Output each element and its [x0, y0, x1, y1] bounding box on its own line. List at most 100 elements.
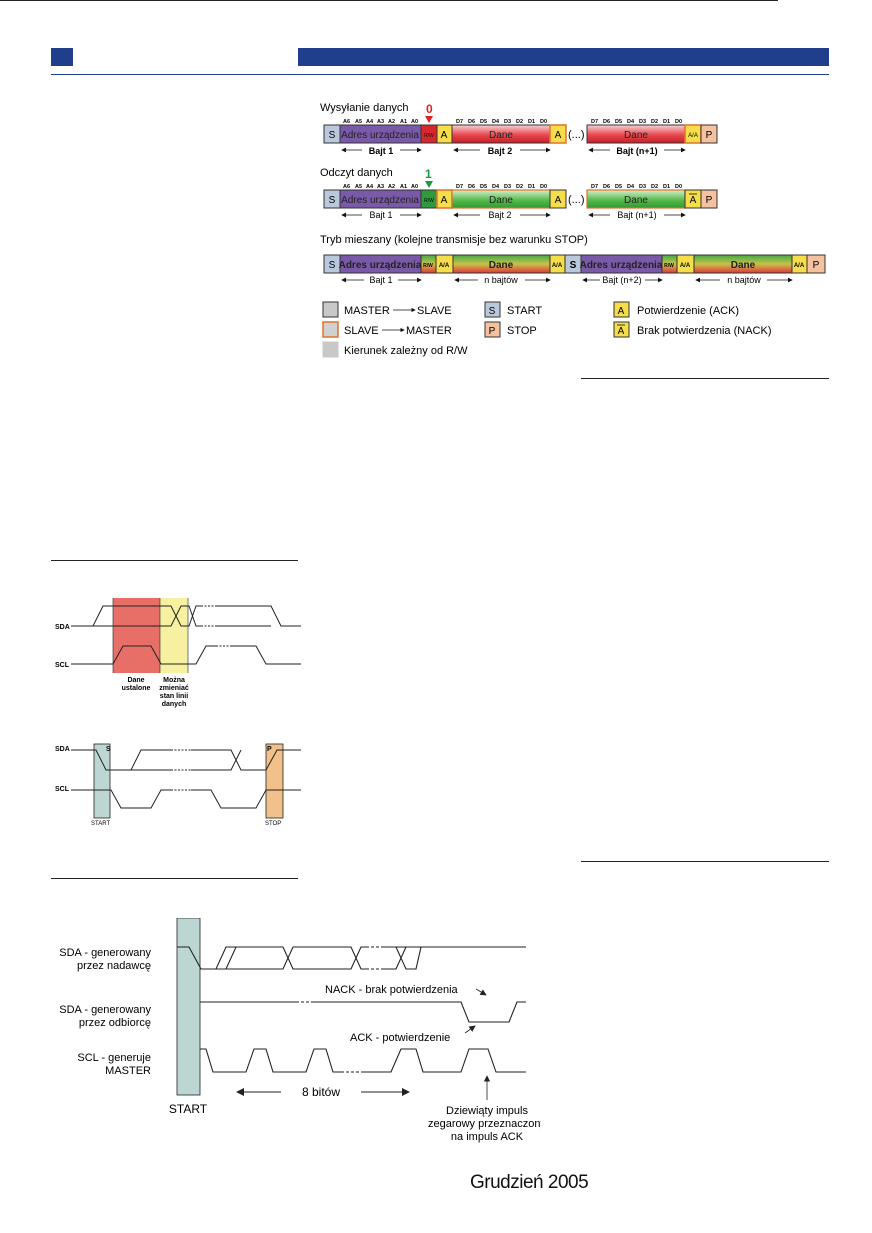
- read-rw-bit: 1: [425, 167, 432, 181]
- change-label: stan linii: [160, 693, 188, 700]
- footer-rule: [0, 0, 778, 1]
- svg-text:Dane: Dane: [731, 260, 756, 271]
- svg-text:A2: A2: [388, 119, 395, 125]
- svg-text:D7: D7: [456, 119, 463, 125]
- svg-text:P: P: [813, 260, 820, 271]
- svg-text:A: A: [618, 326, 625, 337]
- bits-label: 8 bitów: [302, 1085, 340, 1099]
- ellipsis: (...): [568, 194, 585, 206]
- stop-cell: [806, 254, 826, 274]
- svg-text:A6: A6: [343, 184, 350, 190]
- address-bit-labels: A6 A5 A4 A3 A2 A1 A0: [343, 184, 418, 190]
- data-bit-labels: D7 D6 D5 D4 D3 D2 D1 D0: [591, 119, 682, 125]
- rw-arrow-icon: [425, 116, 433, 123]
- svg-text:S: S: [106, 746, 111, 753]
- svg-text:Dane: Dane: [624, 130, 648, 141]
- svg-text:R/W: R/W: [664, 263, 674, 269]
- svg-text:A: A: [441, 130, 448, 141]
- rw-arrow-icon: [425, 181, 433, 188]
- start-zone: [93, 743, 111, 819]
- stop-cell: [700, 124, 718, 144]
- svg-text:A/A: A/A: [680, 263, 691, 269]
- svg-text:D4: D4: [627, 184, 635, 190]
- svg-text:D0: D0: [540, 119, 547, 125]
- stable-zone: [113, 598, 160, 673]
- svg-text:A: A: [555, 130, 562, 141]
- svg-text:D4: D4: [492, 119, 500, 125]
- stable-label: ustalone: [122, 685, 151, 692]
- start-label: START: [169, 1102, 208, 1116]
- sda-label: SDA: [55, 746, 70, 753]
- svg-text:MASTER: MASTER: [406, 325, 452, 337]
- sda-rx-label: przez odbiorcę: [79, 1017, 151, 1029]
- svg-text:Kierunek zależny od R/W: Kierunek zależny od R/W: [344, 345, 468, 357]
- svg-text:Dane: Dane: [489, 195, 513, 206]
- svg-text:D6: D6: [468, 184, 475, 190]
- byte-label: Bajt (n+1): [616, 146, 657, 156]
- svg-text:A: A: [441, 195, 448, 206]
- svg-text:S: S: [329, 260, 336, 271]
- sda-tx-label: SDA - generowany: [59, 947, 151, 959]
- svg-text:Dane: Dane: [489, 130, 513, 141]
- svg-text:D5: D5: [480, 184, 487, 190]
- svg-text:Brak potwierdzenia (NACK): Brak potwierdzenia (NACK): [637, 325, 772, 337]
- svg-text:D3: D3: [504, 184, 511, 190]
- read-title: Odczyt danych: [320, 167, 393, 179]
- svg-text:A4: A4: [366, 184, 374, 190]
- svg-text:D7: D7: [591, 119, 598, 125]
- svg-text:A0: A0: [411, 119, 418, 125]
- change-label: danych: [162, 701, 187, 708]
- svg-text:D3: D3: [639, 119, 646, 125]
- scl-label: SCL - generuje: [77, 1052, 151, 1064]
- svg-text:STOP: STOP: [507, 325, 537, 337]
- nack-label: NACK - brak potwierdzenia: [325, 984, 459, 996]
- svg-text:P: P: [706, 130, 713, 141]
- data-validity-timing: SDA SCL Dane ustalone Można zmieniać sta…: [55, 598, 301, 708]
- address-bit-labels: A6 A5 A4 A3 A2 A1 A0: [343, 119, 418, 125]
- legend-swatch-master-slave: [322, 301, 339, 318]
- svg-text:R/W: R/W: [424, 133, 434, 139]
- legend-swatch-stop: [484, 321, 501, 338]
- ack-label: ACK - potwierdzenie: [350, 1032, 450, 1044]
- data-bit-labels: D7 D6 D5 D4 D3 D2 D1 D0: [456, 184, 547, 190]
- svg-text:Dane: Dane: [489, 260, 514, 271]
- byte-label: Bajt (n+2): [602, 275, 641, 285]
- svg-text:D1: D1: [528, 184, 535, 190]
- scl-label: SCL: [55, 786, 70, 793]
- svg-text:Adres urządzenia: Adres urządzenia: [341, 130, 419, 141]
- byte-label: n bajtów: [484, 275, 518, 285]
- svg-text:SLAVE: SLAVE: [417, 305, 452, 317]
- scl-label: MASTER: [105, 1065, 151, 1077]
- svg-text:Adres urządzenia: Adres urządzenia: [580, 260, 663, 271]
- svg-text:D2: D2: [651, 184, 658, 190]
- column-rule: [581, 378, 829, 379]
- svg-text:A1: A1: [400, 119, 407, 125]
- svg-text:D2: D2: [516, 184, 523, 190]
- svg-text:D0: D0: [675, 119, 682, 125]
- byte-label: Bajt 1: [369, 210, 392, 220]
- column-rule: [51, 878, 298, 879]
- data-bit-labels: D7 D6 D5 D4 D3 D2 D1 D0: [456, 119, 547, 125]
- legend-swatch-slave-master: [322, 321, 339, 338]
- mixed-title: Tryb mieszany (kolejne transmisje bez wa…: [320, 234, 588, 246]
- svg-text:D2: D2: [651, 119, 658, 125]
- svg-text:D0: D0: [540, 184, 547, 190]
- svg-text:A/A: A/A: [794, 263, 805, 269]
- svg-text:R/W: R/W: [424, 198, 434, 204]
- svg-text:D6: D6: [603, 119, 610, 125]
- ninth-pulse-label: Dziewiąty impuls: [446, 1105, 528, 1117]
- legend-swatch-ack: [613, 301, 630, 318]
- svg-text:S: S: [329, 130, 336, 141]
- legend-swatch-start: [484, 301, 501, 318]
- change-zone: [160, 598, 188, 673]
- ack-timing: SDA - generowany przez nadawcę SDA - gen…: [59, 918, 541, 1143]
- svg-text:A5: A5: [355, 184, 362, 190]
- svg-text:A: A: [555, 195, 562, 206]
- svg-text:S: S: [329, 195, 336, 206]
- svg-text:A1: A1: [400, 184, 407, 190]
- start-zone: [176, 918, 201, 1096]
- legend-swatch-nack: [613, 321, 630, 338]
- ninth-pulse-label: na impuls ACK: [451, 1131, 524, 1143]
- data-bit-labels: D7 D6 D5 D4 D3 D2 D1 D0: [591, 184, 682, 190]
- byte-label: Bajt (n+1): [617, 210, 656, 220]
